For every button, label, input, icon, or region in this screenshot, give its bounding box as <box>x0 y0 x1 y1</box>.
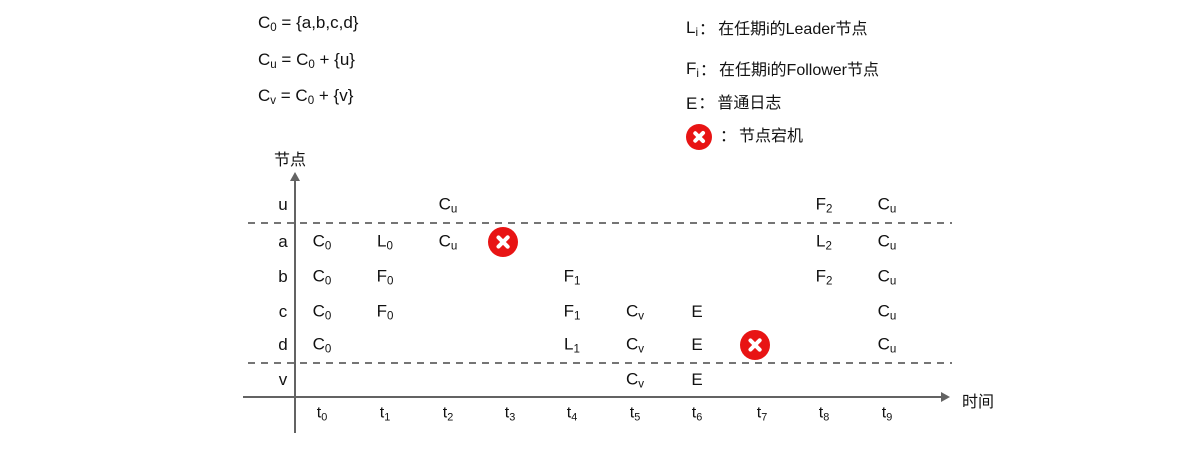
cell-d-t9: Cu <box>877 334 897 356</box>
cell-c-t5: Cv <box>625 301 645 323</box>
x-axis <box>243 396 943 398</box>
legend-text: 在任期i的Follower节点 <box>718 62 880 80</box>
legend-separator: ： <box>720 128 737 145</box>
cell-b-t1: F0 <box>376 266 394 288</box>
cell-b-t9: Cu <box>877 266 897 288</box>
cell-d-t4: L1 <box>564 334 580 356</box>
cell-c-t0: C0 <box>312 301 332 323</box>
cell-a-t0: C0 <box>312 231 332 253</box>
cell-c-t9: Cu <box>877 301 897 323</box>
legend-symbol: E <box>686 94 698 113</box>
row-label-b: b <box>278 267 288 286</box>
dashed-separator-bottom <box>248 362 952 364</box>
crash-a-t3 <box>488 227 518 257</box>
crash-d-t7 <box>740 330 770 360</box>
tick-label-t4: t4 <box>566 404 578 424</box>
cell-v-t6: E <box>691 370 703 389</box>
y-axis-arrow-icon <box>290 172 300 181</box>
cell-c-t1: F0 <box>376 301 394 323</box>
legend-text: 节点宕机 <box>739 128 804 145</box>
node-crash-icon <box>740 330 770 360</box>
cell-u-t2: Cu <box>438 194 458 216</box>
cv-definition: Cv = C0 + {v} <box>258 86 354 107</box>
cell-v-t5: Cv <box>625 369 645 391</box>
legend-text: 普通日志 <box>717 95 782 112</box>
cell-a-t8: L2 <box>816 231 832 253</box>
cell-b-t0: C0 <box>312 266 332 288</box>
cell-d-t0: C0 <box>312 334 332 356</box>
legend-separator: ： <box>698 95 715 112</box>
row-label-c: c <box>278 302 288 321</box>
cell-a-t9: Cu <box>877 231 897 253</box>
legend-symbol: Li <box>686 18 699 39</box>
row-label-v: v <box>278 370 288 389</box>
tick-label-t7: t7 <box>756 404 768 424</box>
row-label-a: a <box>278 232 288 251</box>
tick-label-t1: t1 <box>379 404 391 424</box>
legend-item-l: Li：在任期i的Leader节点 <box>686 15 867 46</box>
c0-definition: C0 = {a,b,c,d} <box>258 13 359 34</box>
cell-c-t4: F1 <box>563 301 581 323</box>
tick-label-t2: t2 <box>442 404 454 424</box>
legend-text: 在任期i的Leader节点 <box>718 21 868 39</box>
dashed-separator-top <box>248 222 952 224</box>
cell-u-t8: F2 <box>815 194 833 216</box>
row-label-u: u <box>278 195 288 214</box>
legend-item-f: Fi：在任期i的Follower节点 <box>686 56 879 87</box>
cell-u-t9: Cu <box>877 194 897 216</box>
cell-b-t8: F2 <box>815 266 833 288</box>
tick-label-t0: t0 <box>316 404 328 424</box>
node-crash-icon <box>686 124 712 150</box>
cell-d-t5: Cv <box>625 334 645 356</box>
tick-label-t9: t9 <box>881 404 893 424</box>
y-axis <box>294 180 296 433</box>
legend-separator: ： <box>699 21 716 39</box>
row-label-d: d <box>278 335 288 354</box>
cell-a-t2: Cu <box>438 231 458 253</box>
cu-definition: Cu = C0 + {u} <box>258 50 355 71</box>
x-axis-arrow-icon <box>941 392 950 402</box>
legend-item-e: E：普通日志 <box>686 91 781 117</box>
cell-b-t4: F1 <box>563 266 581 288</box>
cell-d-t6: E <box>691 335 703 354</box>
tick-label-t5: t5 <box>629 404 641 424</box>
tick-label-t3: t3 <box>504 404 516 424</box>
legend-symbol: Fi <box>686 59 699 80</box>
x-axis-title: 时间 <box>962 394 995 411</box>
node-crash-icon <box>488 227 518 257</box>
y-axis-title: 节点 <box>274 152 307 169</box>
cell-a-t1: L0 <box>377 231 393 253</box>
tick-label-t8: t8 <box>818 404 830 424</box>
tick-label-t6: t6 <box>691 404 703 424</box>
legend-item-crash: ：节点宕机 <box>686 124 803 150</box>
cell-c-t6: E <box>691 302 703 321</box>
legend-separator: ： <box>699 62 716 80</box>
